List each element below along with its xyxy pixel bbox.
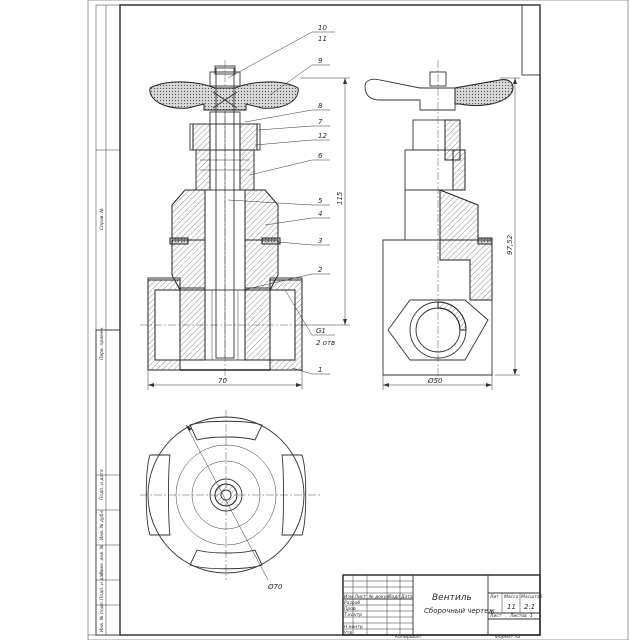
tb-format: Формат А3	[495, 634, 521, 640]
tb-col-scale: Масштаб	[521, 594, 543, 600]
stamp-ref-number: Справ. №	[99, 208, 105, 230]
stamp-orig-inv: Инв. № подл.	[99, 601, 105, 632]
tb-sign: Подп	[388, 594, 400, 600]
callout-3: 3	[318, 237, 322, 245]
callout-10: 10	[318, 24, 327, 32]
callout-11: 11	[318, 35, 327, 43]
tb-rev-sheet: Изм Лист	[344, 594, 366, 600]
callout-1: 1	[318, 366, 322, 374]
callout-2: 2	[318, 266, 323, 274]
handwheel-front	[149, 81, 299, 111]
tb-col-lit: Лит	[489, 594, 499, 600]
dim-front-width: 70	[218, 377, 227, 385]
tb-t-control: Т.контр	[344, 612, 362, 618]
callout-leaders: 10 11 9 8 7 12 6 5 4 3 2 G1 2 отв	[227, 24, 335, 375]
drawing-title: Вентиль	[432, 593, 472, 603]
side-view: Ø50 97,52	[364, 60, 520, 390]
tb-copied: Копировал	[395, 634, 421, 640]
stamp-sign-date-1: Подп. и дата	[99, 469, 105, 500]
top-view: Ø70	[140, 410, 320, 591]
title-block: Изм Лист № докум Подп Дата Разраб Пров Т…	[342, 574, 543, 640]
tb-sheets: Листов	[509, 613, 527, 619]
stamp-first-use: Перв. примен.	[99, 326, 105, 360]
callout-5: 5	[318, 197, 323, 205]
margin-stamp-column: Перв. примен. Справ. № Подп. и дата Инв.…	[95, 4, 121, 636]
tb-date: Дата	[400, 594, 413, 600]
tb-doc-number: № докум	[368, 594, 390, 600]
callout-2-holes: 2 отв	[316, 339, 335, 347]
callout-9: 9	[318, 57, 323, 65]
tb-sheet: Лист	[489, 613, 502, 619]
tb-developed: Разраб	[344, 600, 360, 606]
callout-12: 12	[318, 132, 327, 140]
callout-4: 4	[318, 210, 322, 218]
callout-g1: G1	[316, 327, 326, 335]
tb-sheets-count: 1	[530, 613, 533, 619]
callout-8: 8	[318, 102, 323, 110]
dim-front-height: 115	[336, 191, 344, 205]
tb-scale-value: 2:1	[524, 603, 535, 611]
tb-approved: Утв	[344, 630, 352, 636]
drawing-doc-type: Сборочный чертеж	[424, 607, 495, 615]
tb-checked: Пров	[344, 606, 356, 612]
tb-n-control: Н.контр	[344, 624, 363, 630]
tb-col-mass: Масса	[504, 594, 519, 600]
front-section-view: 70 115	[140, 60, 350, 390]
tb-mass-value: 11	[507, 603, 516, 611]
dim-top-diameter: Ø70	[267, 583, 283, 591]
callout-6: 6	[318, 152, 323, 160]
stamp-sign-date-2: Подп. и дата	[99, 569, 105, 600]
callout-7: 7	[318, 118, 323, 126]
dim-side-height: 97,52	[506, 234, 514, 255]
top-right-code-box	[521, 4, 541, 76]
stamp-replace-inv: Взам. инв. №	[99, 544, 105, 575]
dim-side-width: Ø50	[427, 377, 443, 385]
stamp-dup-inv: Инв. № дубл.	[99, 509, 105, 540]
